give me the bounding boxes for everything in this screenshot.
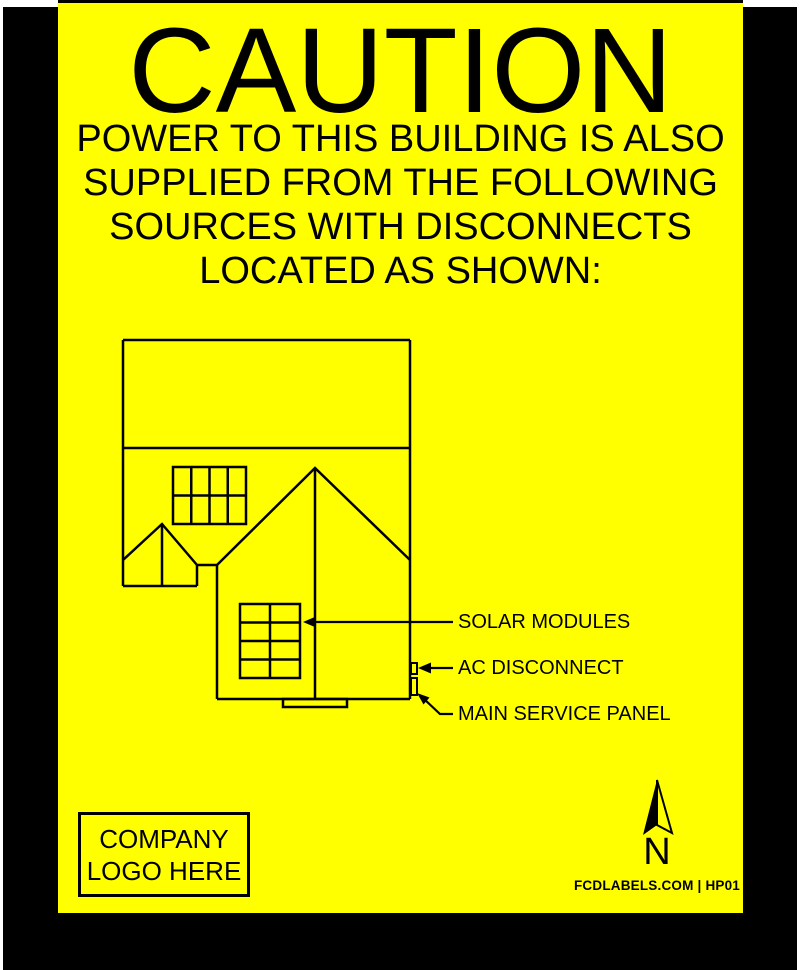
page-title: CAUTION <box>128 2 673 138</box>
building-outline <box>121 338 412 699</box>
callout-arrows <box>303 616 453 716</box>
doorstep <box>281 697 349 709</box>
warning-line: SUPPLIED FROM THE FOLLOWING <box>83 162 718 204</box>
msp-arrow-line <box>422 697 453 716</box>
house-diagram <box>121 338 674 835</box>
brand-text: FCDLABELS.COM | HP01 <box>573 878 741 893</box>
warning-text: POWER TO THIS BUILDING IS ALSO SUPPLIED … <box>58 117 743 293</box>
company-logo-box: COMPANY LOGO HERE <box>78 812 250 897</box>
warning-line: LOCATED AS SHOWN: <box>199 250 602 292</box>
caution-label: CAUTION POWER TO THIS BUILDING IS ALSO S… <box>58 0 743 913</box>
solar-arrowhead <box>303 616 316 628</box>
company-logo-line: LOGO HERE <box>86 855 242 886</box>
upper-window-grid <box>171 465 248 526</box>
ac-arrowhead <box>418 662 431 674</box>
main-house <box>215 466 411 709</box>
ac-disconnect-label: AC DISCONNECT <box>458 657 624 679</box>
north-letter: N <box>643 831 671 873</box>
ac-disconnect-box <box>410 662 418 675</box>
main-service-panel-label: MAIN SERVICE PANEL <box>458 703 671 725</box>
msp-arrowhead <box>417 693 430 705</box>
label-top-border <box>58 0 743 3</box>
warning-line: POWER TO THIS BUILDING IS ALSO <box>76 118 725 160</box>
company-logo-line: COMPANY <box>99 823 229 854</box>
solar-modules-grid <box>238 602 302 680</box>
solar-modules-label: SOLAR MODULES <box>458 611 631 633</box>
warning-line: SOURCES WITH DISCONNECTS <box>109 206 692 248</box>
main-service-panel-box <box>410 677 418 696</box>
gable-annex <box>122 522 217 588</box>
north-arrow-icon <box>643 779 674 835</box>
